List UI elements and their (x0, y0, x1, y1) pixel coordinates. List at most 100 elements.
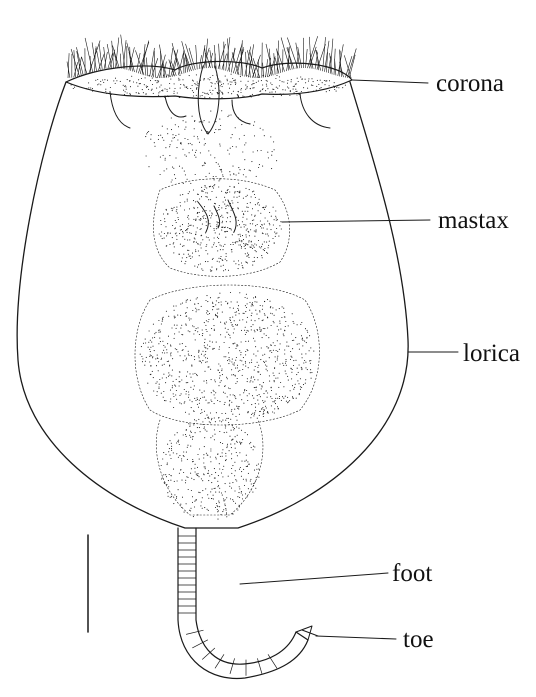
stipple-dot (161, 465, 162, 466)
stipple-dot (252, 381, 253, 382)
stipple-dot (165, 160, 166, 161)
stipple-dot (195, 330, 196, 331)
stipple-dot (195, 234, 196, 235)
stipple-dot (113, 80, 114, 81)
stipple-dot (252, 88, 253, 89)
stipple-dot (158, 320, 159, 321)
stipple-dot (202, 216, 203, 217)
stipple-dot (301, 335, 302, 336)
stipple-dot (209, 313, 210, 314)
stipple-dot (212, 309, 213, 310)
stipple-dot (201, 362, 202, 363)
stipple-dot (166, 484, 167, 485)
stipple-dot (316, 90, 317, 91)
stipple-dot (153, 377, 154, 378)
stipple-dot (145, 342, 146, 343)
stipple-dot (199, 361, 200, 362)
stipple-dot (189, 256, 190, 257)
stipple-dot (204, 411, 205, 412)
stipple-dot (239, 394, 240, 395)
stipple-dot (235, 82, 236, 83)
stipple-dot (290, 390, 291, 391)
stipple-dot (264, 241, 265, 242)
stipple-dot (204, 426, 205, 427)
stipple-dot (200, 80, 201, 81)
stipple-dot (237, 324, 238, 325)
stipple-dot (205, 232, 206, 233)
stipple-dot (293, 365, 294, 366)
corona-cilia (67, 35, 356, 78)
stipple-dot (179, 444, 180, 445)
stipple-dot (308, 92, 309, 93)
stipple-dot (136, 92, 137, 93)
stipple-dot (204, 144, 205, 145)
stipple-dot (164, 364, 165, 365)
stipple-dot (233, 197, 234, 198)
stipple-dot (175, 394, 176, 395)
stipple-dot (265, 364, 266, 365)
cilium (85, 38, 93, 72)
stipple-dot (189, 225, 190, 226)
stipple-dot (238, 310, 239, 311)
stipple-dot (222, 312, 223, 313)
stipple-dot (262, 400, 263, 401)
stipple-dot (171, 446, 172, 447)
stipple-dot (235, 375, 236, 376)
stipple-dot (179, 381, 180, 382)
stipple-dot (246, 207, 247, 208)
stipple-dot (228, 476, 229, 477)
stipple-dot (260, 396, 261, 397)
stipple-dot (236, 174, 237, 175)
stipple-dot (226, 497, 227, 498)
stipple-dot (325, 80, 326, 81)
stipple-dot (203, 79, 204, 80)
stipple-dot (206, 244, 207, 245)
stipple-dot (212, 259, 213, 260)
stipple-dot (252, 395, 253, 396)
stipple-dot (188, 394, 189, 395)
stipple-dot (249, 443, 250, 444)
stipple-dot (208, 366, 209, 367)
stipple-dot (150, 340, 151, 341)
stipple-dot (207, 261, 208, 262)
stipple-dot (209, 346, 210, 347)
stipple-dot (336, 91, 337, 92)
stipple-dot (259, 415, 260, 416)
stipple-dot (202, 490, 203, 491)
stipple-dot (222, 260, 223, 261)
stipple-dot (264, 224, 265, 225)
stipple-dot (226, 516, 227, 517)
stipple-dot (188, 318, 189, 319)
stipple-dot (174, 333, 175, 334)
stipple-dot (270, 307, 271, 308)
stipple-dot (287, 86, 288, 87)
stipple-dot (259, 311, 260, 312)
stipple-dot (180, 504, 181, 505)
cilium (347, 49, 356, 78)
stipple-dot (151, 134, 152, 135)
stipple-dot (236, 426, 237, 427)
stipple-dot (243, 213, 244, 214)
stipple-dot (256, 314, 257, 315)
stipple-dot (263, 207, 264, 208)
stipple-dot (288, 88, 289, 89)
stipple-dot (277, 334, 278, 335)
stipple-dot (247, 496, 248, 497)
stipple-dot (177, 351, 178, 352)
stipple-dot (177, 213, 178, 214)
stipple-dot (240, 244, 241, 245)
stipple-dot (261, 409, 262, 410)
stipple-dot (229, 400, 230, 401)
stipple-dot (272, 401, 273, 402)
stipple-dot (212, 213, 213, 214)
stipple-dot (218, 129, 219, 130)
stipple-dot (274, 345, 275, 346)
stipple-dot (251, 320, 252, 321)
stipple-dot (298, 81, 299, 82)
stipple-dot (181, 403, 182, 404)
stipple-dot (159, 329, 160, 330)
stipple-dot (178, 440, 179, 441)
stipple-dot (220, 365, 221, 366)
stipple-dot (167, 95, 168, 96)
stipple-dot (215, 421, 216, 422)
